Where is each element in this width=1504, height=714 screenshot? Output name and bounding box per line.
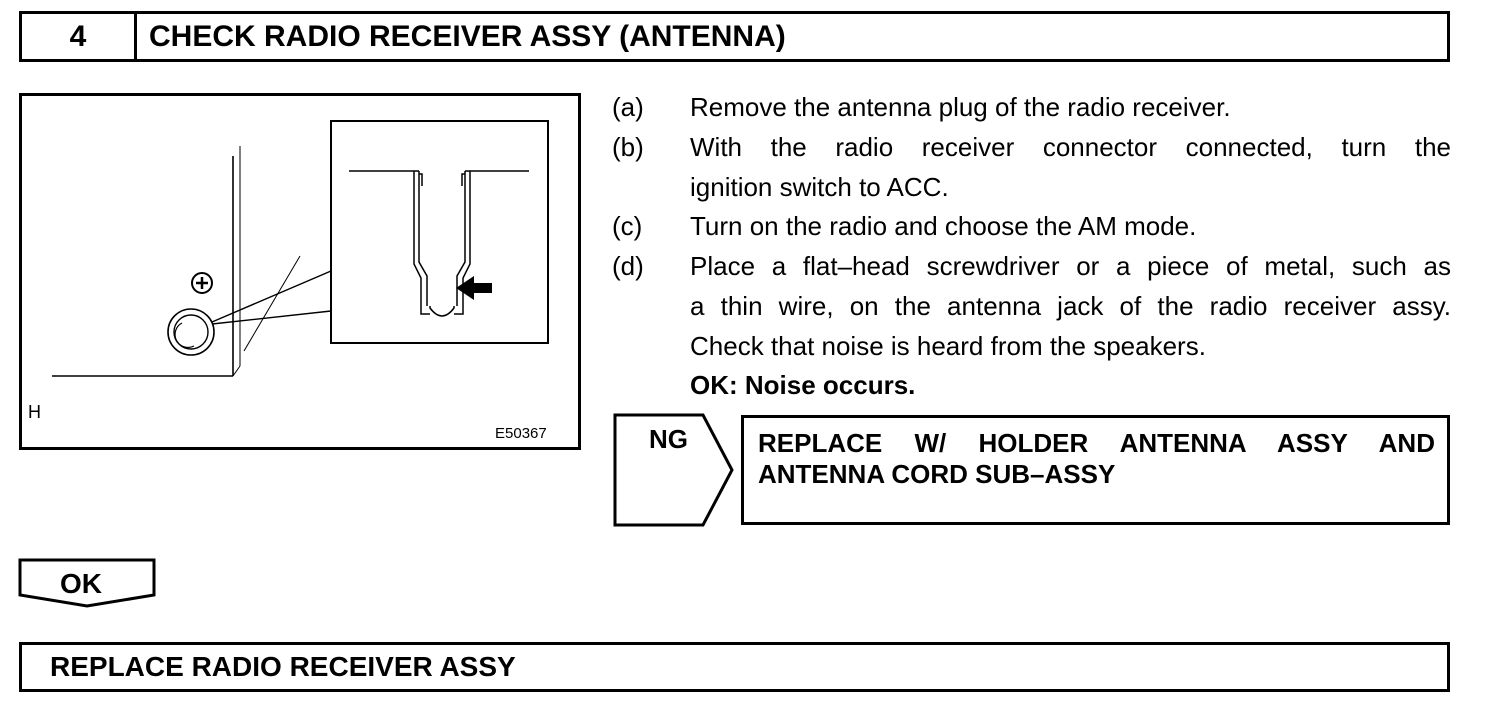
antenna-jack-icon	[167, 308, 215, 356]
step-title: CHECK RADIO RECEIVER ASSY (ANTENNA)	[149, 19, 786, 53]
ng-action-line: REPLACE W/ HOLDER ANTENNA ASSY AND	[758, 428, 1435, 458]
instruction-line: Place a flat–head screwdriver or a piece…	[690, 251, 1451, 281]
detail-inset	[330, 120, 549, 344]
instruction-line: a thin wire, on the antenna jack of the …	[690, 291, 1451, 321]
figure-corner-label: H	[28, 402, 41, 422]
ok-action-box: REPLACE RADIO RECEIVER ASSY	[19, 642, 1450, 692]
ng-label: NG	[649, 424, 688, 454]
instruction-line: Turn on the radio and choose the AM mode…	[690, 211, 1197, 241]
antenna-jack-illustration	[19, 93, 581, 450]
instruction-letter: (d)	[612, 251, 644, 281]
illustration-drawing	[52, 120, 549, 377]
plus-circle-icon	[191, 272, 213, 294]
ng-action-box: REPLACE W/ HOLDER ANTENNA ASSY AND ANTEN…	[741, 415, 1450, 525]
jack-cross-section	[349, 170, 529, 317]
arrow-left-icon	[456, 276, 492, 300]
instruction-line: With the radio receiver connector connec…	[690, 132, 1451, 162]
ok-tab-shape	[18, 558, 156, 608]
step-header: 4 CHECK RADIO RECEIVER ASSY (ANTENNA)	[19, 11, 1450, 62]
figure-code: E50367	[495, 425, 547, 442]
instruction-letter: (c)	[612, 211, 643, 241]
instruction-line: Check that noise is heard from the speak…	[690, 331, 1206, 361]
instruction-letter: (a)	[612, 92, 644, 122]
instruction-letter: (b)	[612, 132, 644, 162]
ng-tab-shape	[613, 413, 734, 527]
ng-action-line: ANTENNA CORD SUB–ASSY	[758, 459, 1116, 489]
step-number: 4	[22, 14, 137, 59]
ok-criteria: OK: Noise occurs.	[690, 370, 916, 400]
instruction-line: Remove the antenna plug of the radio rec…	[690, 92, 1231, 122]
instruction-line: ignition switch to ACC.	[690, 172, 949, 202]
ok-label: OK	[60, 568, 102, 599]
